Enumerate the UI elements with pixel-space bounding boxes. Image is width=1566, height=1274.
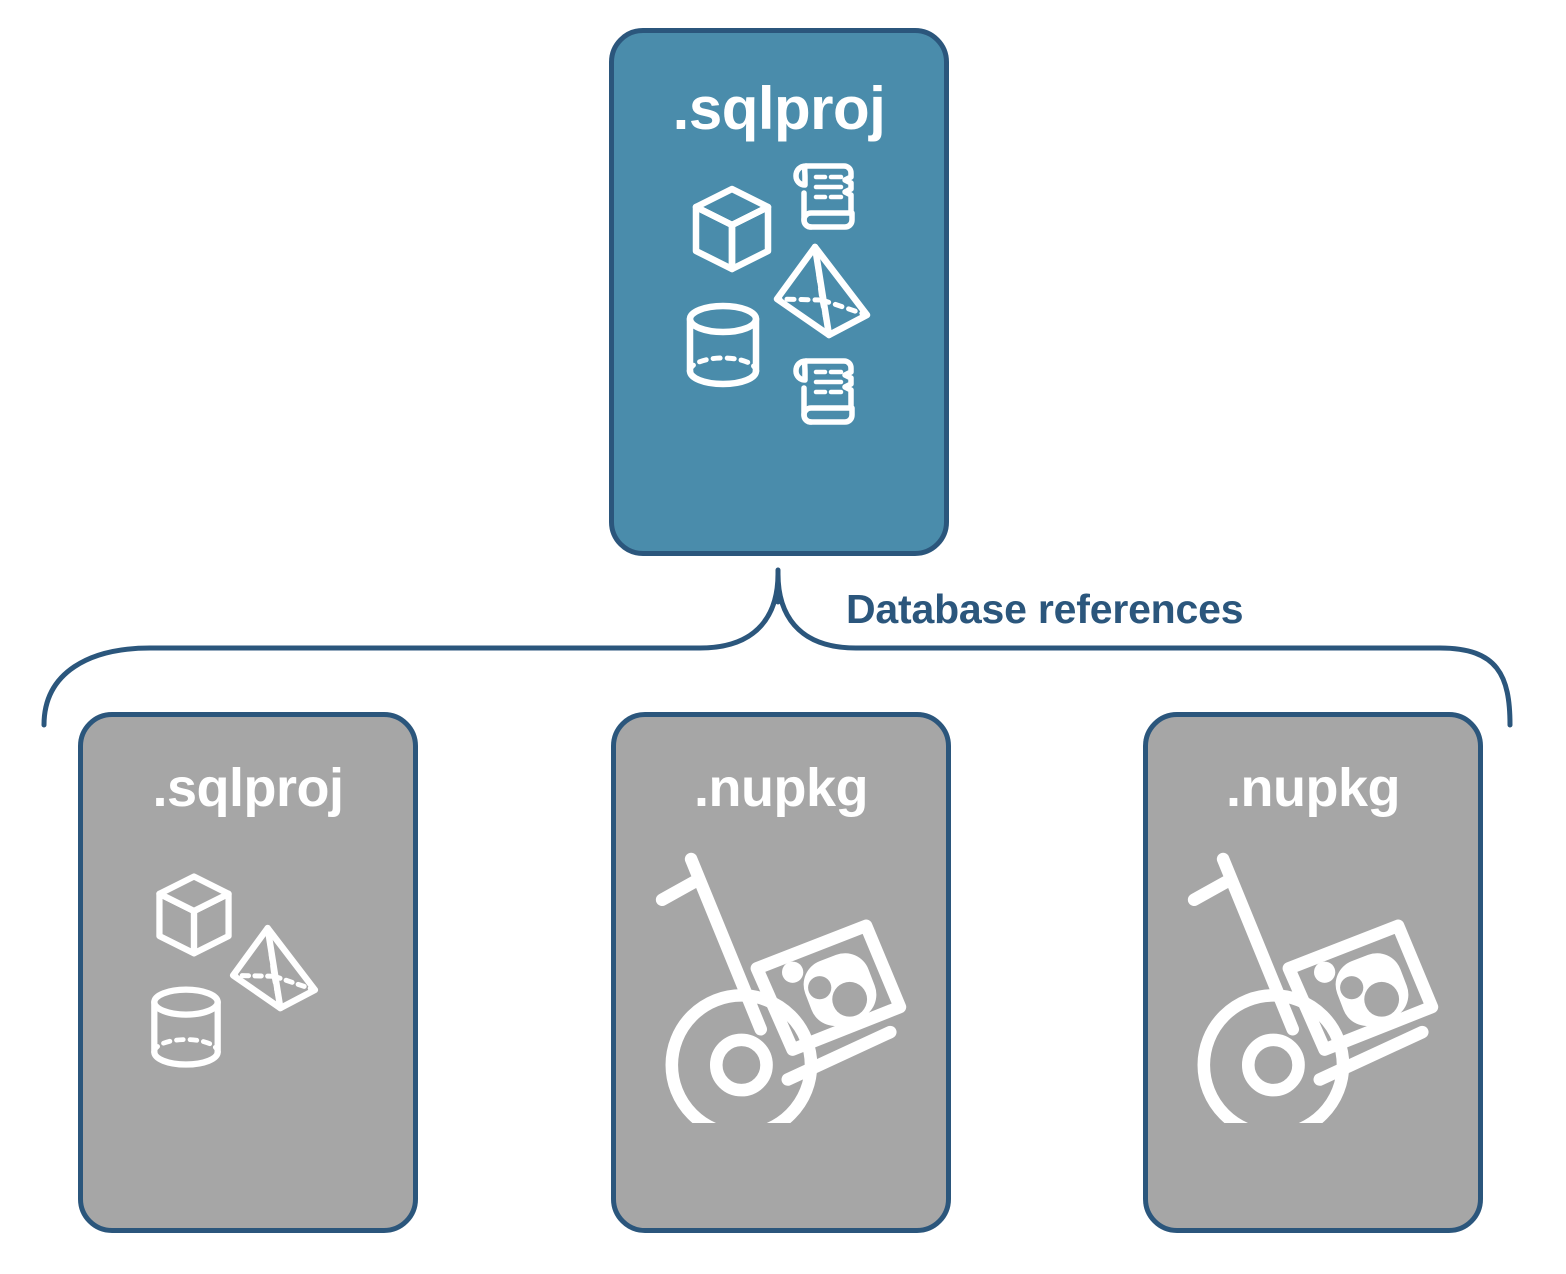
scroll-icon bbox=[793, 163, 855, 230]
reference-icon-group-nupkg-2 bbox=[1163, 833, 1463, 1123]
nuget-package-dolly-icon bbox=[1187, 852, 1439, 1123]
cylinder-icon bbox=[151, 986, 221, 1068]
node-card-sqlproj-primary[interactable]: .sqlproj bbox=[609, 28, 949, 556]
scroll-icon bbox=[793, 358, 855, 425]
reference-icon-group-nupkg-1 bbox=[631, 833, 931, 1123]
node-card-nupkg-2[interactable]: .nupkg bbox=[1143, 712, 1483, 1233]
node-title-nupkg-1: .nupkg bbox=[694, 758, 868, 818]
node-title-sqlproj-reference: .sqlproj bbox=[152, 758, 344, 818]
nuget-package-dolly-icon bbox=[655, 852, 907, 1123]
pyramid-icon bbox=[229, 924, 319, 1012]
cube-icon bbox=[692, 185, 772, 273]
primary-icon-group bbox=[654, 155, 904, 425]
cube-icon bbox=[156, 873, 232, 957]
pyramid-icon bbox=[773, 243, 871, 339]
node-card-sqlproj-reference[interactable]: .sqlproj bbox=[78, 712, 418, 1233]
node-title-nupkg-2: .nupkg bbox=[1226, 758, 1400, 818]
bracket-label-database-references: Database references bbox=[846, 586, 1244, 632]
node-card-nupkg-1[interactable]: .nupkg bbox=[611, 712, 951, 1233]
node-title-sqlproj-primary: .sqlproj bbox=[672, 75, 886, 142]
cylinder-icon bbox=[686, 302, 760, 388]
reference-icon-group-sqlproj bbox=[98, 833, 398, 1123]
